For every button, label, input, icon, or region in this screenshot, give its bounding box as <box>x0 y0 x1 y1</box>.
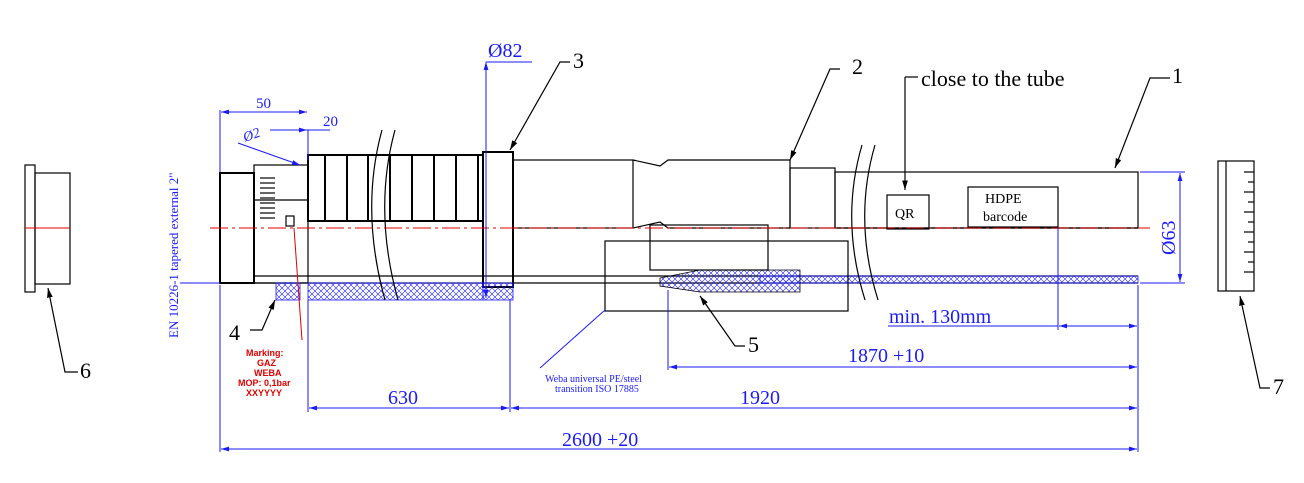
dim-20: 20 <box>323 114 338 130</box>
marking-line: MOP: 0,1bar <box>238 378 291 388</box>
callout-leaders <box>47 61 1270 389</box>
callout-5: 5 <box>748 332 759 357</box>
marking-line: XXYYYY <box>246 388 282 398</box>
dim-2600: 2600 +20 <box>562 429 638 451</box>
callout-3: 3 <box>573 48 584 73</box>
close-to-tube-label: close to the tube <box>921 66 1065 91</box>
marking-leader <box>293 227 303 341</box>
pipe-assembly <box>180 129 1150 312</box>
dim-50: 50 <box>256 96 271 112</box>
dim-1870: 1870 +10 <box>848 345 924 367</box>
dim-1920: 1920 <box>740 387 780 409</box>
end-cap-right <box>1217 160 1255 292</box>
marking-line: WEBA <box>254 368 282 378</box>
callout-4: 4 <box>229 320 240 345</box>
callout-1: 1 <box>1172 63 1183 88</box>
thread-spec: EN 10226-1 tapered external 2" <box>166 172 181 338</box>
hdpe-barcode-box <box>967 186 1059 228</box>
weba-line1: Weba universal PE/steel <box>545 374 642 385</box>
min-130mm: min. 130mm <box>889 306 992 328</box>
dimension-lines <box>219 61 1185 452</box>
hdpe-label: HDPE <box>985 192 1022 207</box>
weba-line2: transition ISO 17885 <box>555 384 639 395</box>
callout-7: 7 <box>1273 374 1284 399</box>
dim-d2: Ø2 <box>240 126 262 146</box>
dim-630: 630 <box>388 387 418 409</box>
barcode-label: barcode <box>983 210 1027 225</box>
qr-label: QR <box>895 207 915 222</box>
marking-line: GAZ <box>257 358 277 368</box>
dim-d82: Ø82 <box>488 40 522 62</box>
callout-6: 6 <box>80 358 91 383</box>
marking-block: Marking: GAZ WEBA MOP: 0,1bar XXYYYY <box>238 348 291 398</box>
qr-box <box>886 194 930 230</box>
end-cap-left <box>24 164 71 293</box>
dim-d63: Ø63 <box>1158 221 1180 255</box>
marking-line: Marking: <box>246 348 284 358</box>
callout-2: 2 <box>852 54 863 79</box>
